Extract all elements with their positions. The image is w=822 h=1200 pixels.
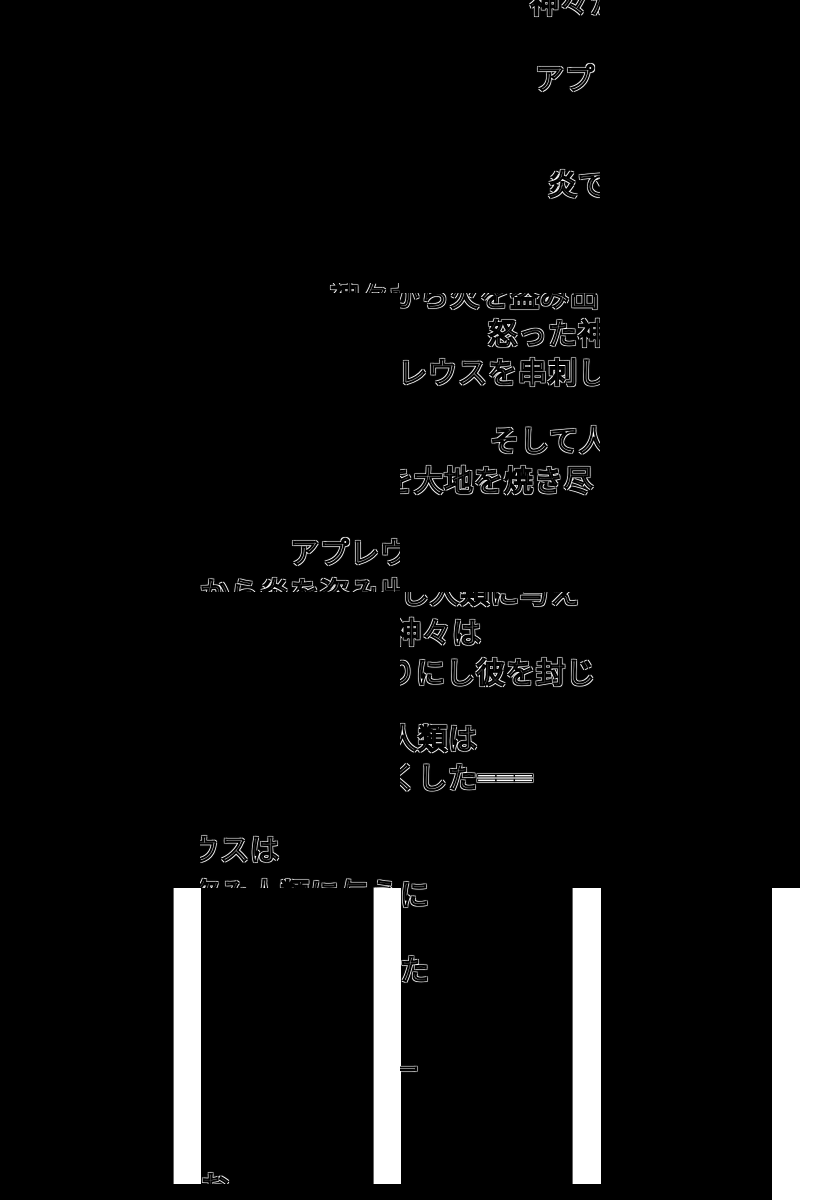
caption-line: 神々から火を盗み出	[329, 283, 400, 293]
white-strip-1	[173, 888, 201, 1184]
white-strip-3	[572, 888, 601, 1184]
caption-tile-b: し人類に与え 神々は りにし彼を封じ 人類は くした═══	[400, 592, 600, 807]
caption-line: に	[400, 878, 431, 913]
caption-line: ウスは	[200, 833, 281, 868]
caption-tile-c: に た ー	[400, 870, 440, 1090]
caption-line: 盗み人類に与え	[200, 877, 400, 889]
black-background-upper	[0, 0, 800, 888]
caption-line: 人類は	[400, 722, 479, 757]
caption-line: お	[200, 1170, 230, 1184]
caption-tile-c-bottom: お	[200, 1170, 240, 1184]
caption-tile-a: 神々から火を盗み出 怒った神 レウスを串刺し そして人 を大地を焼き尽	[400, 293, 600, 508]
caption-line: 神々は	[400, 616, 483, 651]
caption-line: 神々か	[529, 0, 600, 21]
caption-tile-a-left: 神々から火を盗み出	[300, 283, 400, 293]
caption-tile-b-left: アプレウ から炎を盗み出	[200, 530, 400, 593]
caption-tile-c-left: ウスは 盗み人類に与え	[200, 825, 400, 889]
caption-line: 神々から火を盗み出	[400, 293, 600, 314]
caption-line: から炎を盗み出	[200, 576, 400, 593]
caption-line: くした═══	[400, 761, 534, 796]
caption-line: レウスを串刺し	[400, 356, 600, 391]
caption-line: し人類に与え	[400, 592, 581, 611]
caption-tile-top: 神々か アプ 炎で	[500, 0, 600, 240]
caption-line: た	[400, 953, 431, 988]
caption-line: アプ	[534, 62, 596, 97]
caption-line: 怒った神	[487, 317, 600, 352]
white-strip-2	[373, 888, 401, 1184]
caption-line: ー	[400, 1053, 421, 1088]
caption-line: アプレウ	[289, 536, 400, 571]
caption-line: 炎で	[547, 168, 600, 203]
caption-line: そして人	[489, 424, 600, 459]
caption-line: りにし彼を封じ	[400, 656, 597, 691]
caption-line: を大地を焼き尽	[400, 464, 595, 499]
